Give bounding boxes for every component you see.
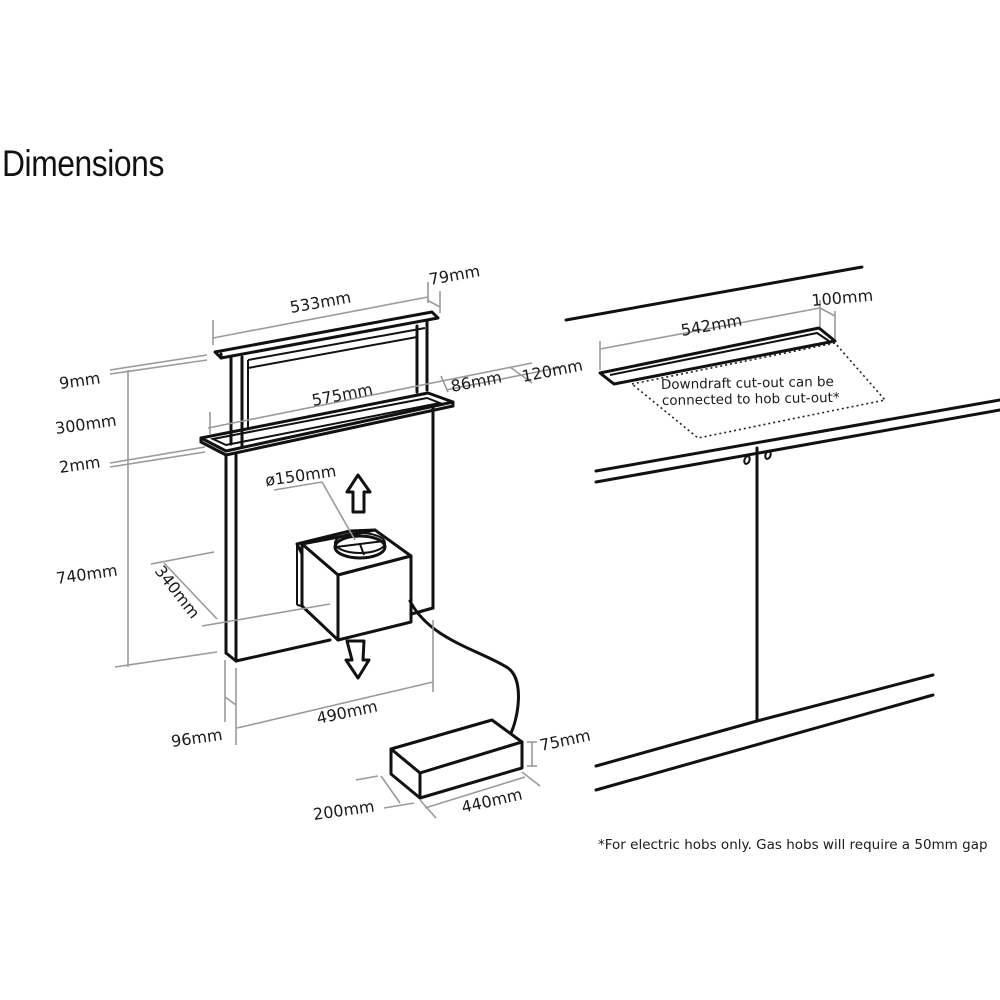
motor-box	[295, 528, 413, 642]
label-body-width: 490mm	[315, 696, 379, 727]
label-control-box-width: 440mm	[460, 785, 524, 817]
label-frame-depth: 86mm	[449, 367, 503, 395]
label-motor-depth: 340mm	[151, 562, 204, 622]
page-title: Dimensions	[2, 143, 164, 184]
label-frame-thickness: 2mm	[58, 452, 102, 477]
worktop-dimension-lines	[599, 300, 836, 370]
cabinet	[594, 446, 935, 792]
label-cutout-depth: 100mm	[811, 286, 874, 310]
extractor-drawing: 533mm 79mm 9mm 300mm 2mm 575mm 86mm 120m…	[54, 261, 592, 824]
uprights	[229, 320, 429, 435]
trim-frame	[199, 391, 455, 457]
worktop-drawing: Downdraft cut-out can be connected to ho…	[564, 265, 1000, 792]
power-cable	[408, 599, 520, 743]
label-total-height: 740mm	[55, 561, 119, 588]
door-knob-left	[743, 455, 751, 465]
body-panel	[224, 404, 435, 663]
label-control-box-depth: 200mm	[312, 797, 376, 824]
label-top-depth: 79mm	[427, 261, 481, 289]
label-rise-height: 300mm	[54, 411, 118, 438]
duct-spigot	[333, 532, 387, 560]
cutout-note-line-1: Downdraft cut-out can be	[661, 374, 834, 393]
label-body-depth: 96mm	[170, 725, 224, 751]
label-top-thickness: 9mm	[58, 368, 102, 393]
control-box	[389, 718, 524, 800]
cutout-note-line-2: connected to hob cut-out*	[662, 390, 840, 409]
footnote: *For electric hobs only. Gas hobs will r…	[598, 837, 988, 853]
dimension-lines	[109, 282, 563, 819]
downdraft-cutout	[598, 326, 837, 386]
label-cutout-width: 542mm	[679, 311, 743, 340]
top-lid	[213, 310, 440, 369]
label-frame-outer-depth: 120mm	[520, 355, 584, 385]
airflow-up-arrow-icon	[345, 473, 372, 514]
airflow-down-arrow-icon	[344, 639, 371, 680]
door-knob-right	[764, 450, 772, 460]
label-control-box-height: 75mm	[538, 726, 592, 755]
